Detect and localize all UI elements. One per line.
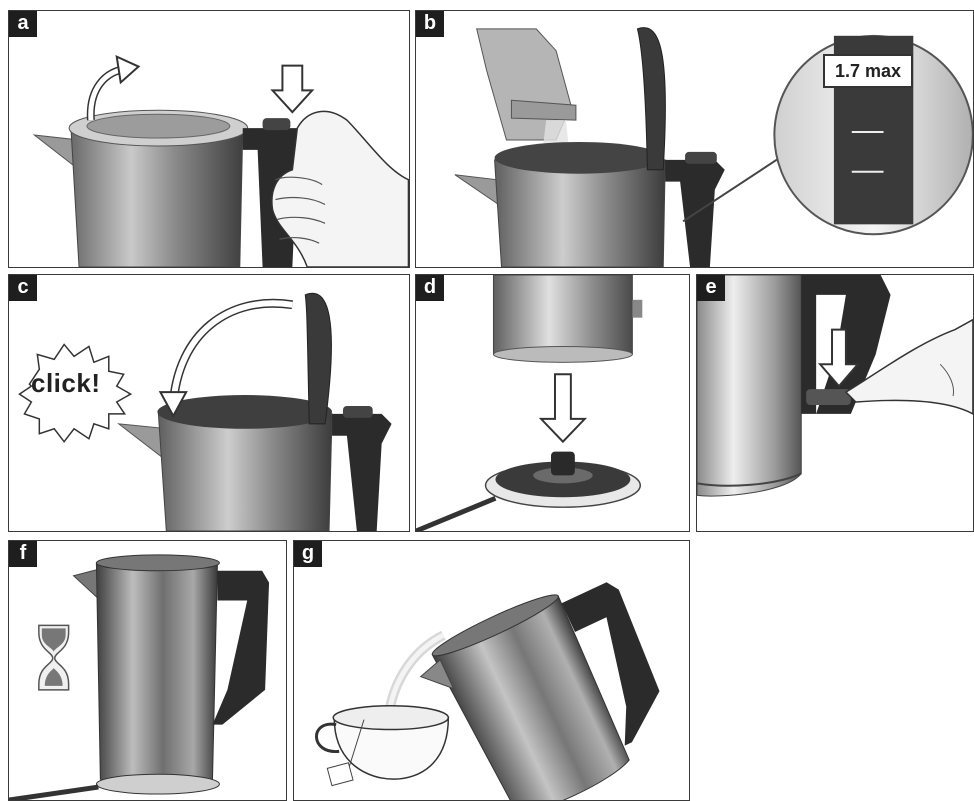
kettle-on-base-illustration (416, 275, 689, 531)
panel-label: d (416, 275, 444, 301)
panel-g: g (293, 540, 690, 801)
panel-label: a (9, 11, 37, 37)
panel-label: c (9, 275, 37, 301)
panel-e: e (696, 274, 974, 532)
panel-label: f (9, 541, 37, 567)
panel-label: b (416, 11, 444, 37)
click-sound-label: click! (31, 368, 101, 399)
fill-max-label: 1.7 max (823, 54, 913, 88)
kettle-close-lid-illustration (9, 275, 409, 531)
panel-b: b 1.7 max (415, 10, 974, 268)
panel-label: g (294, 541, 322, 567)
kettle-open-lid-illustration (9, 11, 409, 267)
switch-on-illustration (697, 275, 973, 531)
panel-label: e (697, 275, 725, 301)
kettle-filling-illustration (416, 11, 973, 267)
kettle-waiting-illustration (9, 541, 286, 800)
panel-c: c click! (8, 274, 410, 532)
panel-f: f (8, 540, 287, 801)
panel-a: a (8, 10, 410, 268)
panel-d: d (415, 274, 690, 532)
pouring-illustration (294, 541, 689, 800)
